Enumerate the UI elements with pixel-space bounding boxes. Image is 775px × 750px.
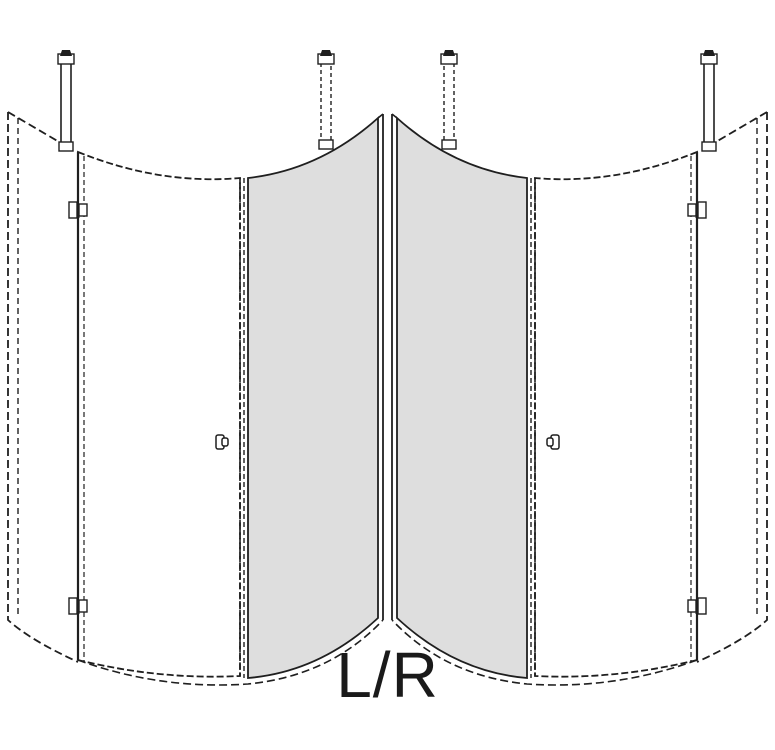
- right-door-panel: [534, 150, 698, 678]
- ceiling-support-icon: [317, 49, 335, 150]
- left-outer-frame: [7, 112, 79, 663]
- right-fixed-panel: [396, 115, 528, 679]
- right-top-edge: [708, 111, 768, 147]
- right-outer-frame: [696, 112, 768, 663]
- ceiling-support-icon: [700, 49, 718, 152]
- variant-label: L/R: [336, 639, 439, 711]
- left-top-edge: [7, 111, 67, 147]
- ceiling-support-icon: [440, 49, 458, 150]
- left-door-panel: [77, 150, 241, 678]
- left-enclosure: [7, 49, 384, 686]
- left-fixed-panel: [247, 115, 379, 679]
- right-enclosure: [391, 49, 768, 686]
- ceiling-support-icon: [57, 49, 75, 152]
